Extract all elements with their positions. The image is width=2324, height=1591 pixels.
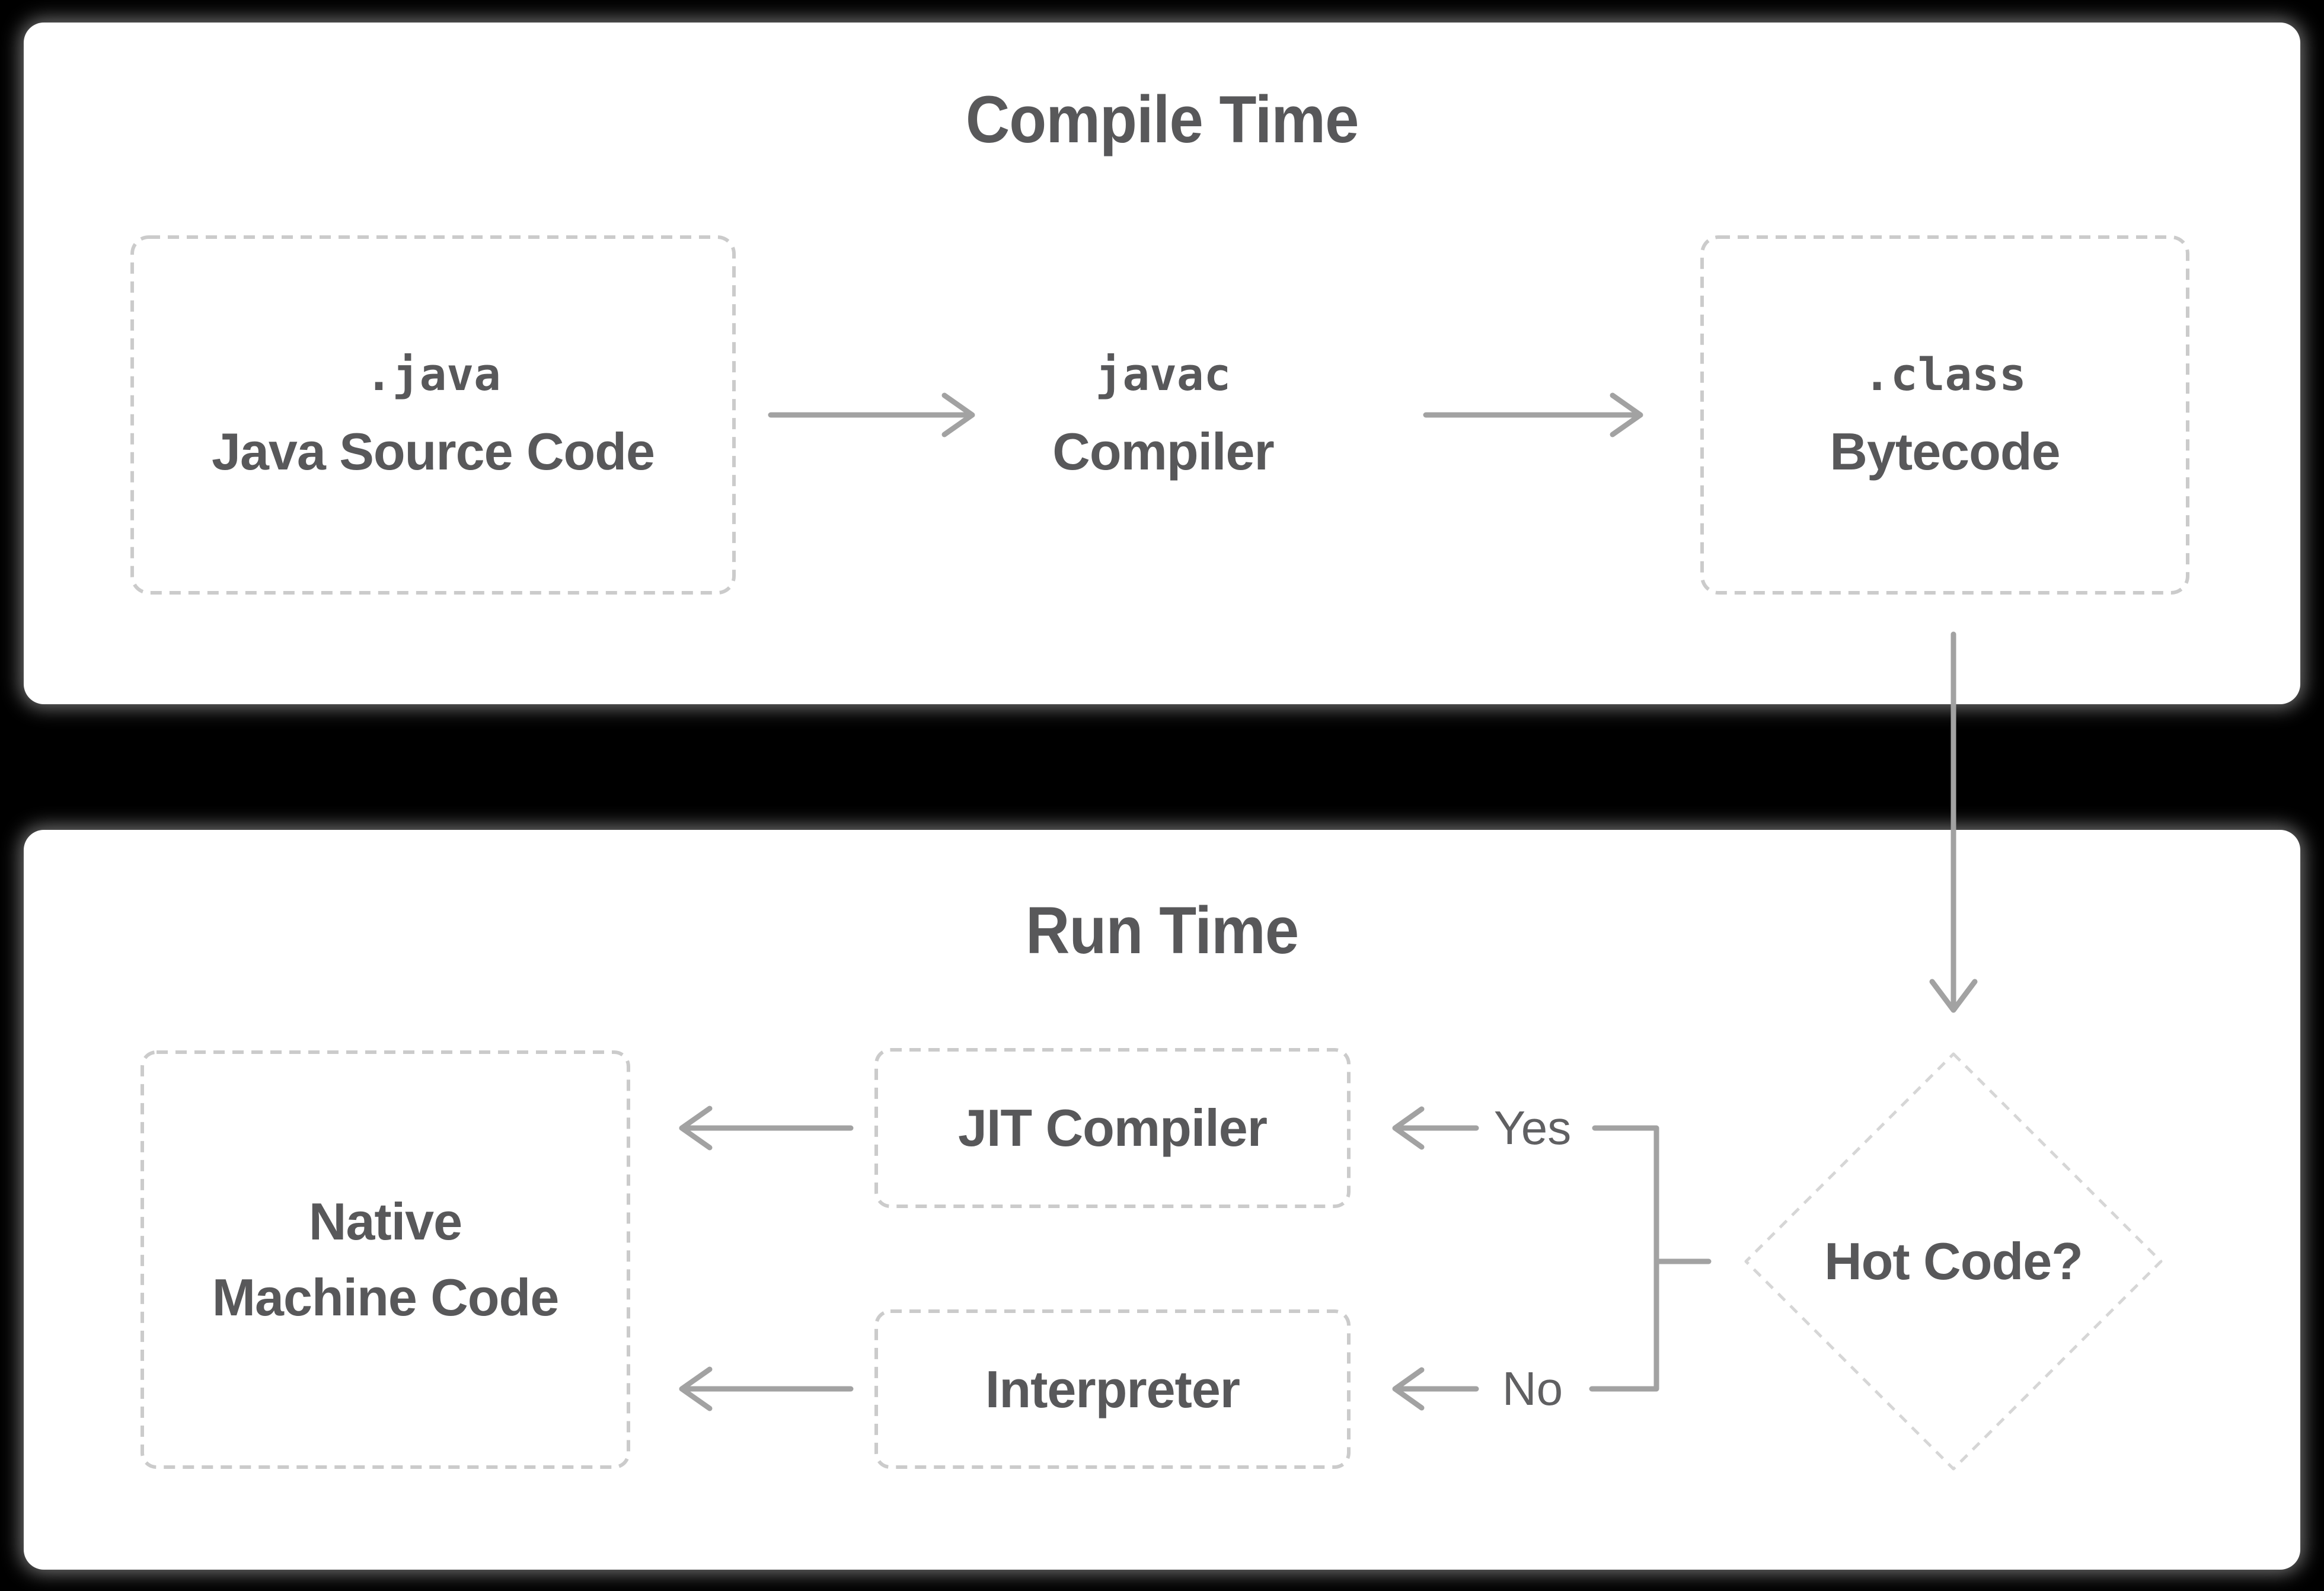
javac-command: javac xyxy=(1095,348,1231,401)
native-machine-code-node: Native Machine Code xyxy=(142,1052,628,1467)
java-source-node: .java Java Source Code xyxy=(132,237,734,593)
native-label-line1: Native xyxy=(308,1192,462,1251)
javac-compiler-node: javac Compiler xyxy=(867,237,1460,593)
java-file-extension: .java xyxy=(365,348,501,401)
interpreter-label: Interpreter xyxy=(985,1359,1240,1419)
native-label-line2: Machine Code xyxy=(212,1268,560,1327)
yes-branch-label: Yes xyxy=(1493,1101,1572,1154)
no-branch-label: No xyxy=(1502,1362,1563,1415)
jit-compiler-label: JIT Compiler xyxy=(958,1098,1268,1157)
compile-time-panel: Compile Time .java Java Source Code java… xyxy=(24,23,2300,704)
bytecode-node: .class Bytecode xyxy=(1702,237,2188,593)
run-time-panel: Run Time JIT Compiler Interpreter Native… xyxy=(24,830,2300,1570)
class-file-extension: .class xyxy=(1863,348,2026,401)
interpreter-node: Interpreter xyxy=(876,1311,1349,1467)
compile-time-title-text: Compile Time xyxy=(965,82,1359,156)
compile-time-title: Compile Time xyxy=(24,87,2300,153)
hot-code-label: Hot Code? xyxy=(1824,1232,2083,1290)
run-time-title-text: Run Time xyxy=(1025,893,1299,967)
jit-compiler-node: JIT Compiler xyxy=(876,1050,1349,1206)
hot-code-decision-node: Hot Code? xyxy=(1746,1054,2161,1469)
run-time-title: Run Time xyxy=(24,897,2300,964)
compiler-label: Compiler xyxy=(1052,422,1274,481)
bytecode-label: Bytecode xyxy=(1830,422,2060,481)
java-source-label: Java Source Code xyxy=(212,422,655,481)
